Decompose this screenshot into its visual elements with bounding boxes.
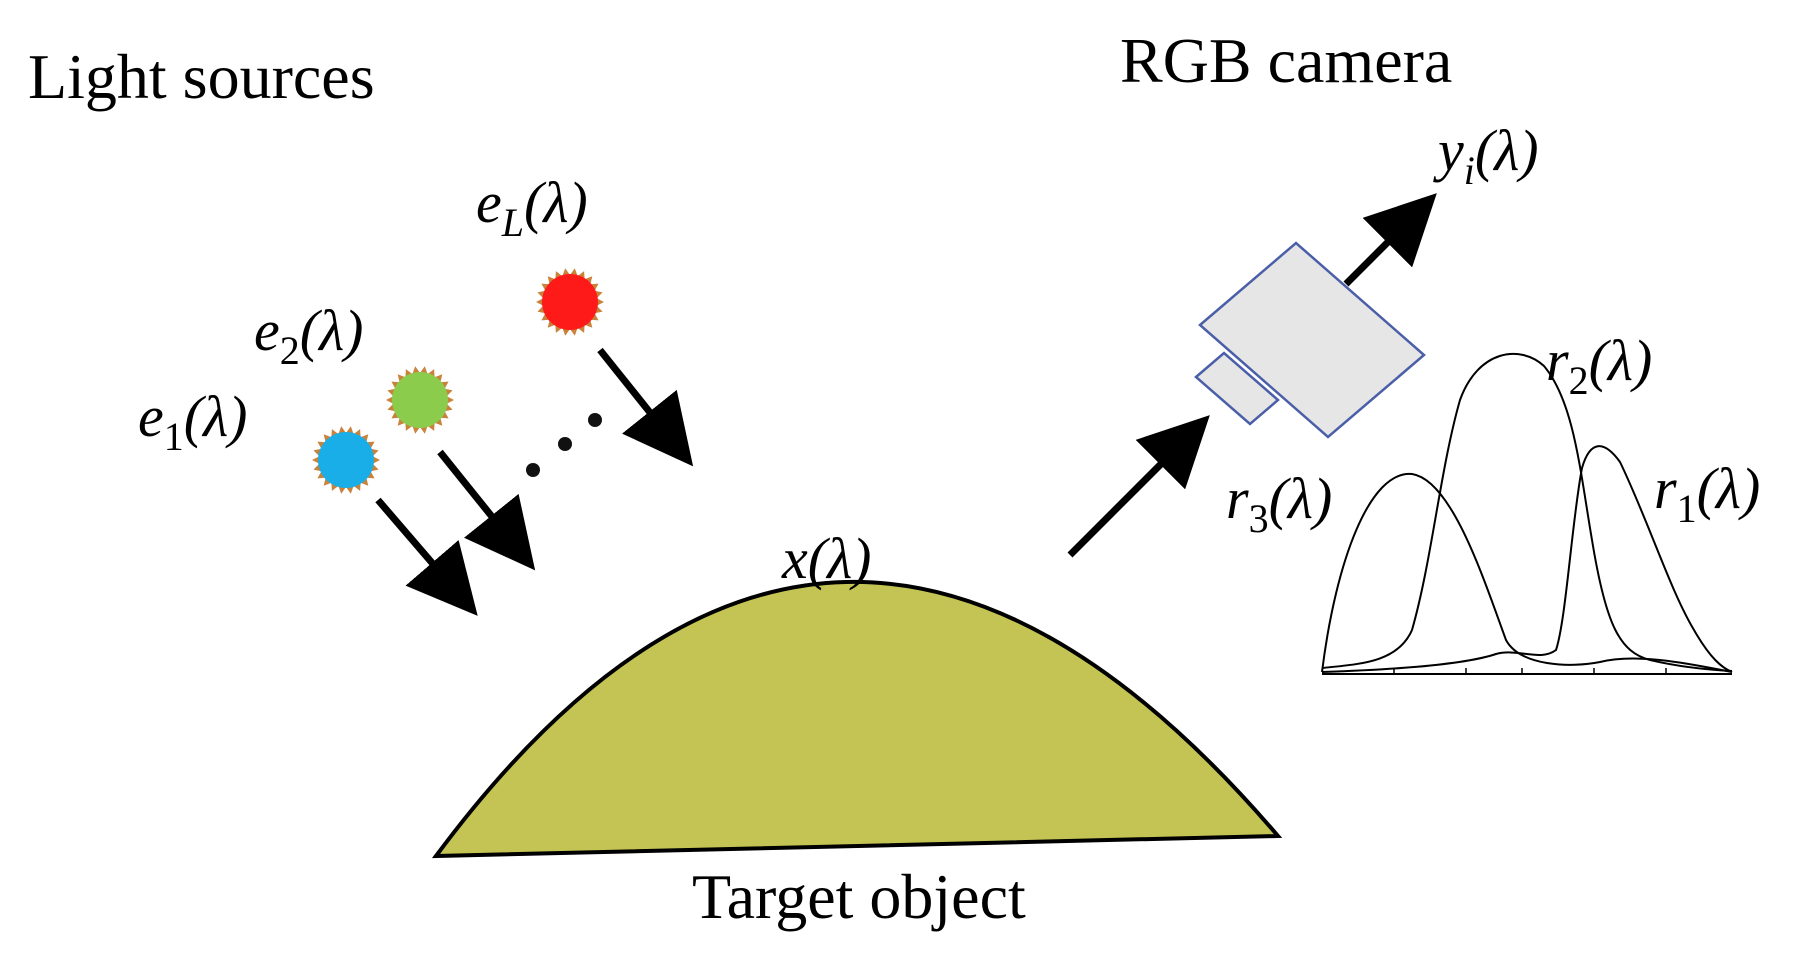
formula-eL-base: e [476, 170, 502, 235]
rgb-camera-icon [1194, 241, 1426, 439]
formula-e2-arg: (λ) [300, 298, 364, 363]
formula-e2-sub: 2 [280, 328, 300, 373]
formula-e1-base: e [138, 384, 164, 449]
curve-r1 [1321, 445, 1733, 673]
formula-e1: e1(λ) [138, 384, 248, 459]
reflection-arrow [1067, 415, 1210, 558]
light-arrow-1 [375, 497, 478, 616]
formula-x-arg: (λ) [808, 526, 872, 591]
light-source-2-icon [386, 366, 454, 434]
formula-x: x(λ) [781, 526, 872, 591]
rgb-camera-title: RGB camera [1120, 25, 1452, 96]
formula-eL-sub: L [501, 200, 524, 245]
formula-yi: yi(λ) [1433, 118, 1539, 193]
formula-r2-arg: (λ) [1589, 328, 1653, 393]
curve-r3 [1321, 472, 1733, 673]
formula-r2-sub: 2 [1569, 358, 1589, 403]
formula-yi-sub: i [1464, 148, 1475, 193]
formula-e1-arg: (λ) [184, 384, 248, 449]
formula-r1-arg: (λ) [1697, 456, 1761, 521]
formula-r3-base: r [1226, 466, 1249, 531]
formula-r1-sub: 1 [1677, 486, 1697, 531]
formula-r1: r1(λ) [1654, 456, 1760, 531]
formula-e2-base: e [254, 298, 280, 363]
formula-yi-base: y [1433, 118, 1464, 183]
light-source-1-icon [312, 426, 380, 494]
light-sources-title: Light sources [28, 41, 375, 112]
formula-e2: e2(λ) [254, 298, 364, 373]
output-arrow [1343, 193, 1437, 287]
target-object-dome [431, 579, 1283, 859]
light-arrow-2 [437, 449, 536, 571]
formula-r3-sub: 3 [1249, 496, 1269, 541]
formula-r2-base: r [1546, 328, 1569, 393]
formula-r3: r3(λ) [1226, 466, 1332, 541]
formula-x-base: x [781, 526, 808, 591]
light-arrow-L [597, 347, 694, 467]
formula-yi-arg: (λ) [1475, 118, 1539, 183]
curve-r2 [1321, 352, 1733, 672]
formula-r2: r2(λ) [1546, 328, 1652, 403]
light-source-L-icon [536, 268, 604, 336]
formula-r1-base: r [1654, 456, 1677, 521]
ellipsis-dots [526, 413, 602, 477]
spectral-sensitivity-plot [1321, 352, 1733, 675]
formula-eL-arg: (λ) [524, 170, 588, 235]
formula-r3-arg: (λ) [1269, 466, 1333, 531]
formula-eL: eL(λ) [476, 170, 588, 245]
formula-e1-sub: 1 [164, 414, 184, 459]
target-object-label: Target object [692, 861, 1026, 932]
